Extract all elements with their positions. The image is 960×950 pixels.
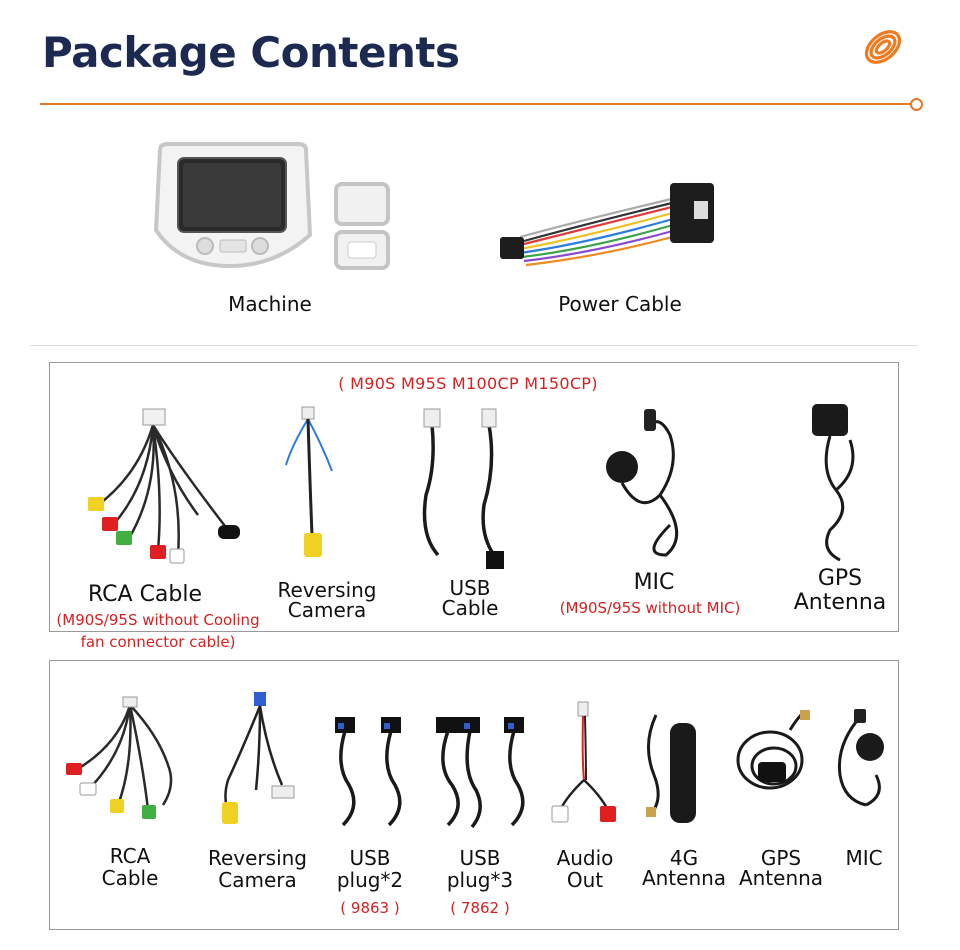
audio-out-label-line1: Audio	[556, 846, 614, 870]
page-title: Package Contents	[42, 28, 460, 77]
usb-cable-label-line1: USB	[449, 576, 491, 600]
power-cable-image	[500, 183, 714, 267]
header-rule-end-dot	[910, 98, 923, 111]
mic-note: (M90S/95S without MIC)	[559, 599, 741, 617]
mic-image	[606, 409, 679, 557]
gps-antenna-label-line2: Antenna	[793, 590, 887, 615]
usb-plug-3-code: ( 7862 )	[450, 899, 510, 917]
gps-antenna-image	[812, 404, 855, 562]
usb-plug-3-label-line1: USB	[459, 846, 501, 870]
usb-plug-2-image	[335, 717, 402, 827]
mic-label: MIC	[633, 570, 675, 595]
mic-2-image	[837, 709, 884, 807]
gps-antenna-label-line1: GPS	[817, 566, 863, 591]
4g-antenna-image	[646, 714, 696, 823]
machine-label: Machine	[228, 292, 312, 316]
accessories-panel-1	[49, 362, 899, 632]
accessories-panel-2	[49, 660, 899, 930]
rca-cable-label: RCA Cable	[87, 582, 203, 607]
rca-cable-2-label-line2: Cable	[101, 866, 159, 890]
rca-cable-image	[88, 408, 240, 564]
rca-cable-2-label-line1: RCA	[109, 844, 151, 868]
rca-cable-note-line1: (M90S/95S without Cooling	[56, 611, 260, 629]
reversing-camera-2-image	[222, 692, 295, 824]
audio-out-label-line2: Out	[566, 868, 604, 892]
mic-2-label: MIC	[845, 846, 883, 870]
models-note: ( M90S M95S M100CP M150CP)	[338, 374, 598, 393]
rca-cable-note-line2: fan connector cable)	[80, 633, 236, 651]
reversing-camera-label-line2: Camera	[287, 598, 367, 622]
reversing-camera-label-line1: Reversing	[277, 578, 377, 602]
reversing-camera-2-label-line1: Reversing	[207, 846, 307, 870]
power-cable-label: Power Cable	[558, 292, 682, 316]
usb-plug-2-label-line2: plug*2	[336, 868, 404, 892]
gps-antenna-2-label-line1: GPS	[760, 846, 802, 870]
usb-plug-3-image	[436, 717, 525, 829]
usb-plug-2-label-line1: USB	[349, 846, 391, 870]
rca-cable-2-image	[66, 696, 173, 819]
gps-antenna-2-image	[736, 710, 810, 790]
section-divider	[30, 345, 918, 346]
audio-out-image	[551, 701, 616, 823]
4g-antenna-label-line2: Antenna	[641, 866, 727, 890]
header-rule	[40, 103, 912, 105]
4g-antenna-label-line1: 4G	[669, 846, 699, 870]
usb-cable-image	[422, 408, 504, 569]
reversing-camera-image	[285, 406, 333, 557]
usb-plug-2-code: ( 9863 )	[340, 899, 400, 917]
machine-image	[153, 142, 390, 270]
reversing-camera-2-label-line2: Camera	[218, 868, 297, 892]
gps-antenna-2-label-line2: Antenna	[738, 866, 824, 890]
usb-cable-label-line2: Cable	[441, 596, 499, 620]
brand-logo-icon	[864, 30, 902, 64]
usb-plug-3-label-line2: plug*3	[446, 868, 514, 892]
